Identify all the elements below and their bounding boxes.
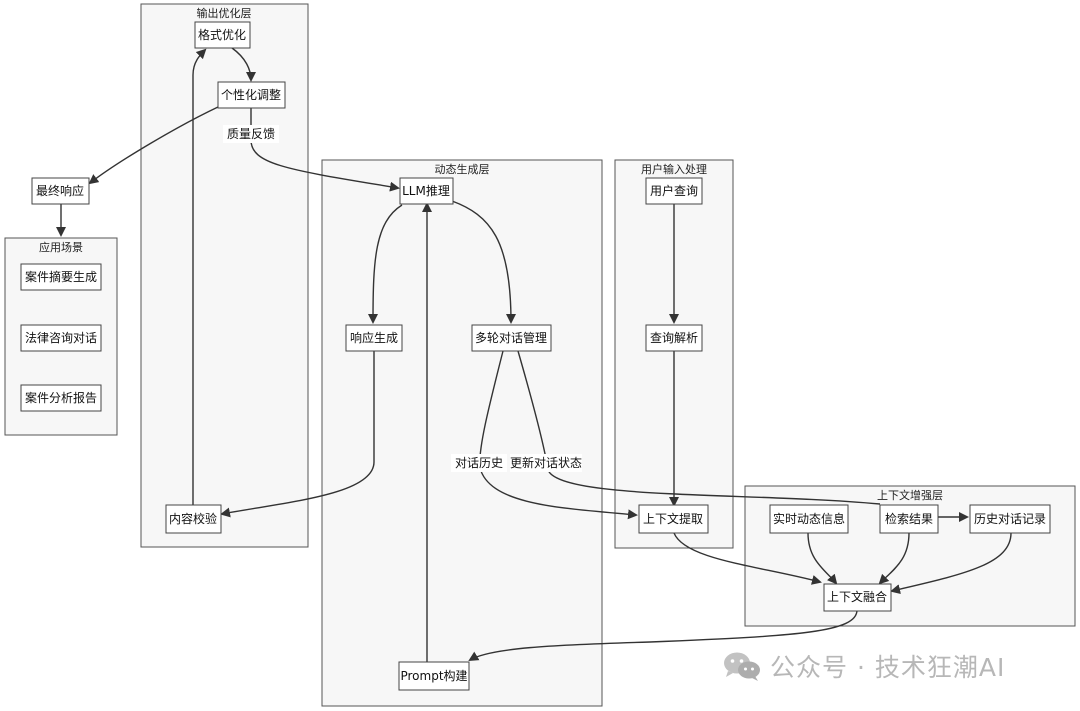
edge-llm-to-respgen <box>368 204 403 324</box>
edge-label-dialog-history-text: 对话历史 <box>455 456 503 470</box>
node-search[interactable]: 检索结果 <box>879 504 939 534</box>
cluster-output-title: 输出优化层 <box>197 6 252 20</box>
edge-search-to-fusion <box>878 532 910 585</box>
node-summary-label: 案件摘要生成 <box>25 269 97 284</box>
node-search-label: 检索结果 <box>885 511 933 526</box>
node-realtime-label: 实时动态信息 <box>773 511 845 526</box>
edge-personal-to-llm <box>250 108 400 192</box>
node-verify-label: 内容校验 <box>169 511 217 526</box>
node-format-label: 格式优化 <box>198 27 246 42</box>
node-final-label: 最终响应 <box>36 183 84 198</box>
node-report[interactable]: 案件分析报告 <box>20 384 102 412</box>
cluster-input-title: 用户输入处理 <box>641 162 707 176</box>
node-consult-label: 法律咨询对话 <box>25 330 97 345</box>
node-history[interactable]: 历史对话记录 <box>969 504 1051 534</box>
node-llm-label: LLM推理 <box>402 184 450 198</box>
edge-history-to-fusion <box>890 532 1012 595</box>
edge-label-quality: 质量反馈 <box>223 125 279 143</box>
edge-format-to-personal <box>231 47 256 82</box>
node-respgen[interactable]: 响应生成 <box>345 324 403 352</box>
node-multiturn-label: 多轮对话管理 <box>475 330 547 345</box>
node-extract[interactable]: 上下文提取 <box>638 504 709 534</box>
node-llm[interactable]: LLM推理 <box>399 177 454 205</box>
cluster-dynamic-layer: 动态生成层 <box>321 159 603 707</box>
node-respgen-label: 响应生成 <box>350 330 398 345</box>
watermark-text: 公众号 · 技术狂潮AI <box>770 653 1006 682</box>
node-fusion-label: 上下文融合 <box>827 589 887 604</box>
edge-extract-to-fusion <box>673 532 822 585</box>
node-multiturn[interactable]: 多轮对话管理 <box>471 324 552 352</box>
cluster-dynamic-title: 动态生成层 <box>435 162 490 176</box>
node-history-label: 历史对话记录 <box>974 512 1046 526</box>
edge-label-dialog-history: 对话历史 <box>451 454 507 472</box>
edge-verify-to-format <box>192 48 207 505</box>
node-report-label: 案件分析报告 <box>25 390 97 405</box>
edge-personal-to-final <box>88 106 219 185</box>
cluster-context-title: 上下文增强层 <box>877 488 943 502</box>
node-extract-label: 上下文提取 <box>643 511 703 526</box>
node-parse-label: 查询解析 <box>650 331 698 345</box>
node-format[interactable]: 格式优化 <box>194 21 251 49</box>
node-prompt[interactable]: Prompt构建 <box>398 661 470 691</box>
node-personal-label: 个性化调整 <box>221 87 281 102</box>
node-verify[interactable]: 内容校验 <box>165 504 222 534</box>
node-realtime[interactable]: 实时动态信息 <box>769 504 849 534</box>
edge-label-quality-text: 质量反馈 <box>227 127 275 141</box>
edge-realtime-to-fusion <box>807 532 838 585</box>
watermark: 公众号 · 技术狂潮AI <box>722 646 1005 686</box>
node-personal[interactable]: 个性化调整 <box>217 81 286 109</box>
wechat-icon <box>724 652 760 681</box>
node-prompt-label: Prompt构建 <box>400 668 467 683</box>
edge-respgen-to-verify <box>220 351 375 518</box>
node-consult[interactable]: 法律咨询对话 <box>20 324 102 352</box>
node-summary[interactable]: 案件摘要生成 <box>20 263 102 291</box>
edge-label-update-state: 更新对话状态 <box>510 454 582 472</box>
node-fusion[interactable]: 上下文融合 <box>823 583 892 612</box>
node-parse[interactable]: 查询解析 <box>645 324 703 352</box>
node-final[interactable]: 最终响应 <box>31 177 90 205</box>
node-userquery-label: 用户查询 <box>650 183 698 198</box>
cluster-app-title: 应用场景 <box>39 240 83 254</box>
edge-fusion-to-prompt <box>468 609 858 662</box>
edge-label-update-state-text: 更新对话状态 <box>510 455 582 470</box>
node-userquery[interactable]: 用户查询 <box>645 177 703 205</box>
edge-multiturn-update-state <box>517 350 881 505</box>
edge-llm-to-multiturn <box>451 200 516 324</box>
